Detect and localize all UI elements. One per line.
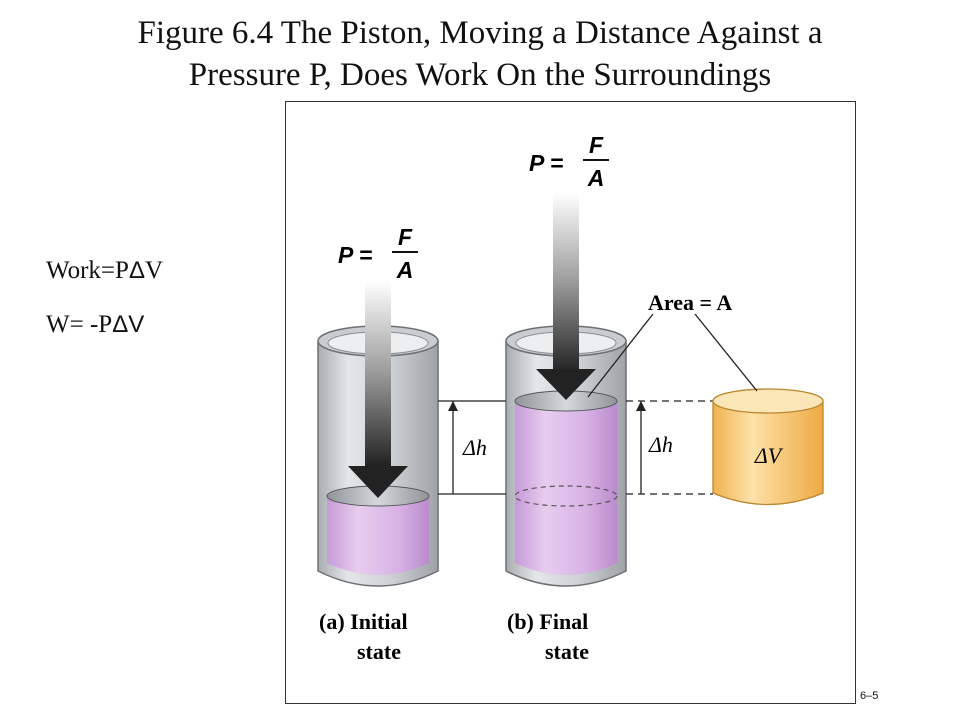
cylinder-final [505, 193, 627, 587]
slide-title: Figure 6.4 The Piston, Moving a Distance… [0, 12, 960, 96]
work-equation-delta: Δ [128, 257, 145, 284]
pressure-label-initial: P = F A [338, 224, 418, 283]
delta-h-label-initial: Δh [462, 435, 487, 460]
force-arrow-final [553, 193, 579, 373]
slide-number: 6–5 [860, 690, 879, 702]
work-equation-prefix: Work=P [46, 257, 129, 284]
pressure-p-final: P = [529, 150, 563, 176]
pressure-p-initial: P = [338, 242, 372, 268]
work-equation-suffix: V [144, 257, 164, 284]
work-equation: Work=PΔV [46, 257, 163, 285]
height-markers [438, 400, 713, 495]
pressure-label-final: P = F A [529, 132, 609, 191]
pressure-f-initial: F [398, 224, 413, 250]
w-equation-prefix: W= -P [46, 311, 113, 338]
area-leader-lines [587, 313, 758, 398]
delta-h-label-final: Δh [648, 432, 673, 457]
liquid-final [515, 401, 617, 575]
figure-frame [285, 101, 856, 704]
title-line-1: Figure 6.4 The Piston, Moving a Distance… [137, 15, 823, 51]
delta-v-label: ΔV [754, 443, 784, 468]
caption-initial-line-2: state [357, 639, 401, 664]
volume-box [712, 388, 824, 506]
w-equation: W= -PΔV [46, 311, 144, 339]
title-line-2: Pressure P, Does Work On the Surrounding… [188, 57, 772, 93]
caption-final-line-2: state [545, 639, 589, 664]
force-arrow-initial [365, 281, 391, 466]
liquid-initial [327, 496, 429, 575]
caption-initial-line-1: (a) Initial [319, 609, 408, 634]
caption-final-line-1: (b) Final [507, 609, 588, 634]
area-label: Area = A [648, 290, 732, 315]
pressure-a-final: A [587, 165, 605, 191]
cylinder-initial [317, 281, 439, 587]
piston-diagram: P = F A P = F A Area = A Δh Δh ΔV (a) In… [317, 132, 824, 664]
pressure-a-initial: A [396, 257, 414, 283]
w-equation-suffix: V [128, 311, 145, 338]
pressure-f-final: F [589, 132, 604, 158]
w-equation-delta: Δ [112, 311, 129, 338]
